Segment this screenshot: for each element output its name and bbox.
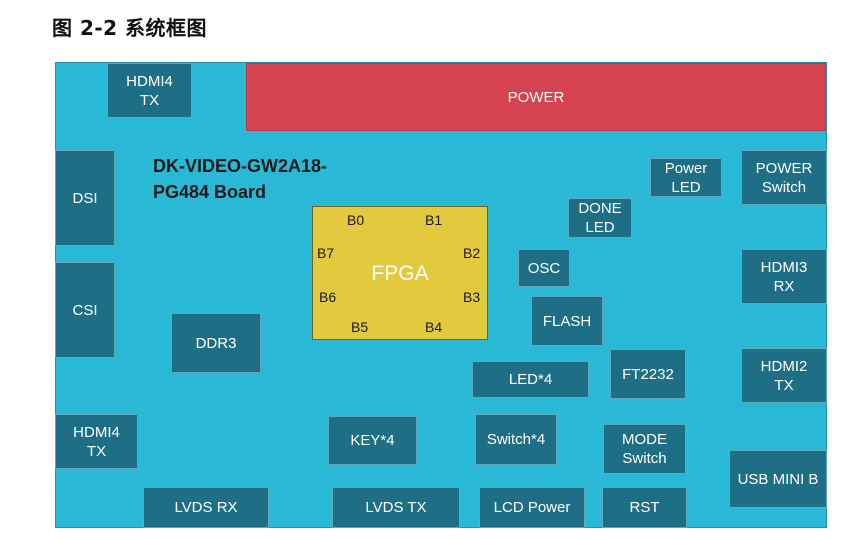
board-title: DK-VIDEO-GW2A18- PG484 Board	[153, 156, 328, 202]
bank-b3: B3	[463, 289, 481, 305]
switch4-block: Switch*4	[475, 414, 557, 465]
lvds-rx-block: LVDS RX	[143, 487, 269, 528]
rst-block: RST	[602, 487, 687, 528]
bank-b4: B4	[425, 319, 443, 335]
power-block: POWER	[246, 63, 826, 131]
fpga-label: FPGA	[371, 262, 429, 285]
figure-caption: 图 2-2 系统框图	[52, 16, 208, 40]
bank-b6: B6	[319, 289, 337, 305]
led4-block: LED*4	[472, 361, 589, 398]
bank-b1: B1	[425, 212, 443, 228]
power-switch-block: POWER Switch	[741, 150, 827, 205]
ddr3-block: DDR3	[171, 313, 261, 373]
bank-b2: B2	[463, 245, 481, 261]
usb-mini-b-block: USB MINI B	[729, 450, 827, 508]
flash-block: FLASH	[531, 296, 603, 346]
lcd-power-block: LCD Power	[479, 487, 585, 528]
bank-b5: B5	[351, 319, 369, 335]
key-block: KEY*4	[328, 416, 417, 465]
done-led-block: DONE LED	[568, 198, 632, 238]
hdmi3-rx-block: HDMI3 RX	[741, 249, 827, 304]
bank-b0: B0	[347, 212, 365, 228]
power-led-block: Power LED	[650, 158, 722, 197]
ft2232-block: FT2232	[610, 349, 686, 399]
mode-switch-block: MODE Switch	[603, 424, 686, 474]
hdmi2-tx-block: HDMI2 TX	[741, 348, 827, 403]
bank-b7: B7	[317, 245, 335, 261]
osc-block: OSC	[518, 249, 570, 287]
hdmi4-tx-bottom-block: HDMI4 TX	[55, 414, 138, 469]
fpga-block: FPGA B0 B1 B2 B3 B4 B5 B6 B7	[312, 206, 488, 340]
lvds-tx-block: LVDS TX	[332, 487, 460, 528]
dsi-block: DSI	[55, 150, 115, 246]
hdmi4-tx-top-block: HDMI4 TX	[107, 63, 192, 118]
csi-block: CSI	[55, 262, 115, 358]
